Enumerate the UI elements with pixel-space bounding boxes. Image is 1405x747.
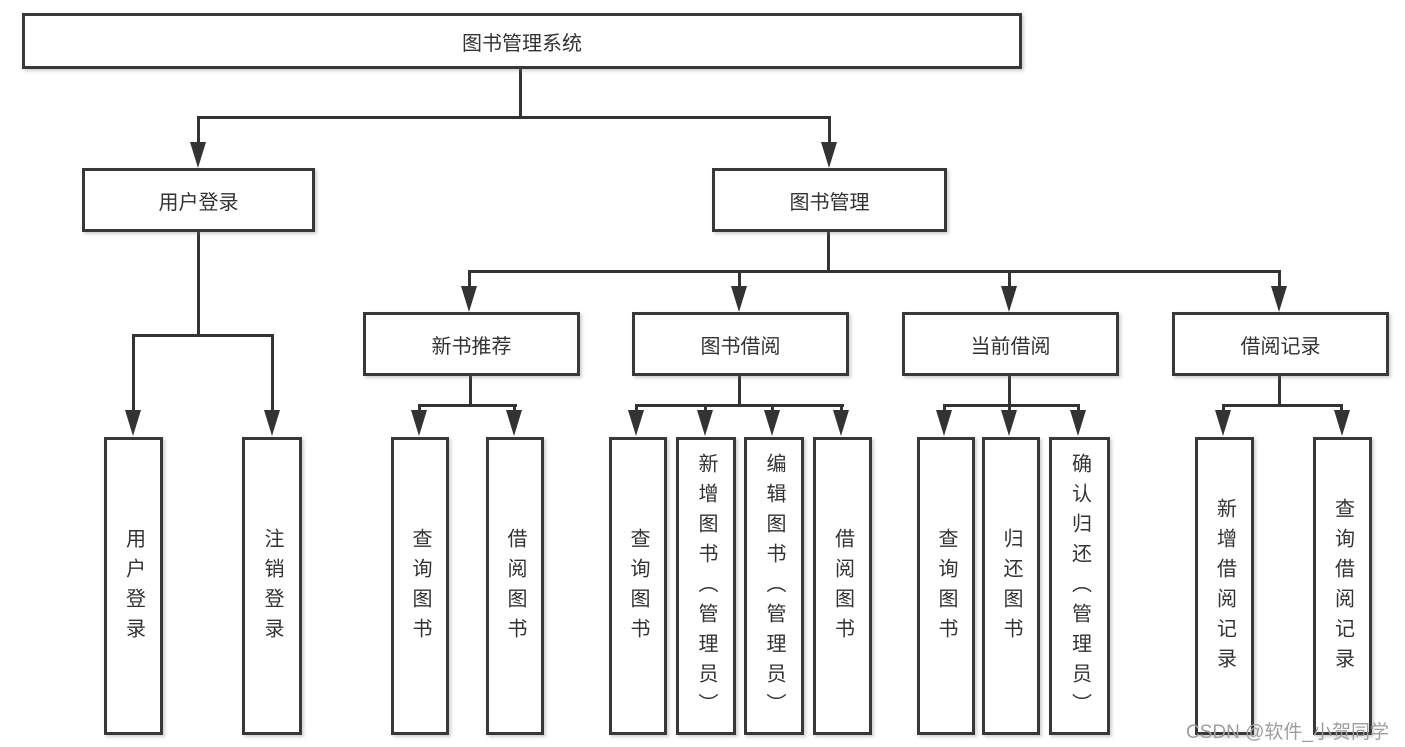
node-user-login: 用户登录: [82, 168, 315, 232]
leaf-query-books-recommend: 查询图书: [391, 437, 449, 735]
leaf-add-book-admin-label: 新增图书（管理员）: [695, 453, 717, 723]
leaf-logout: 注销登录: [242, 437, 302, 735]
arrow-down-icon: [731, 286, 747, 312]
arrow-down-icon: [697, 410, 713, 436]
connector-line: [468, 270, 471, 290]
leaf-query-books-recommend-label: 查询图书: [409, 528, 431, 648]
node-user-login-label: 用户登录: [158, 191, 239, 214]
watermark: CSDN @软件_小贺同学: [1186, 722, 1389, 743]
arrow-down-icon: [411, 410, 427, 436]
leaf-borrow-books-recommend-label: 借阅图书: [504, 528, 526, 648]
connector-line: [1008, 374, 1011, 407]
node-current-borrow-label: 当前借阅: [970, 335, 1051, 358]
arrow-down-icon: [1334, 410, 1350, 436]
connector-line: [1222, 404, 1343, 407]
node-book-borrow-label: 图书借阅: [700, 335, 781, 358]
node-borrow-records: 借阅记录: [1172, 312, 1389, 376]
leaf-query-books-borrow-label: 查询图书: [627, 528, 649, 648]
arrow-down-icon: [1001, 410, 1017, 436]
arrow-down-icon: [833, 410, 849, 436]
connector-line: [132, 334, 274, 337]
node-book-management-label: 图书管理: [789, 191, 870, 214]
leaf-return-books-label: 归还图书: [1000, 528, 1022, 648]
arrow-down-icon: [506, 410, 522, 436]
leaf-query-books-current-label: 查询图书: [935, 528, 957, 648]
connector-line: [943, 404, 1080, 407]
connector-line: [197, 116, 831, 119]
arrow-down-icon: [264, 410, 280, 436]
node-new-book-recommend-label: 新书推荐: [431, 335, 512, 358]
leaf-logout-label: 注销登录: [261, 528, 283, 648]
arrow-down-icon: [1215, 410, 1231, 436]
leaf-confirm-return-admin-label: 确认归还（管理员）: [1068, 453, 1091, 723]
connector-line: [197, 231, 200, 337]
connector-line: [271, 334, 274, 414]
connector-line: [635, 404, 844, 407]
leaf-user-login-label: 用户登录: [122, 528, 145, 648]
connector-line: [132, 334, 135, 414]
leaf-add-borrow-record-label: 新增借阅记录: [1213, 498, 1236, 678]
arrow-down-icon: [190, 142, 206, 168]
node-current-borrow: 当前借阅: [902, 312, 1119, 376]
leaf-user-login: 用户登录: [104, 437, 163, 735]
connector-line: [519, 66, 522, 119]
leaf-confirm-return-admin: 确认归还（管理员）: [1049, 437, 1110, 735]
connector-line: [1278, 374, 1281, 407]
connector-line: [828, 116, 831, 146]
connector-line: [738, 270, 741, 290]
arrow-down-icon: [125, 410, 141, 436]
leaf-add-borrow-record: 新增借阅记录: [1195, 437, 1254, 735]
arrow-down-icon: [461, 286, 477, 312]
arrow-down-icon: [821, 142, 837, 168]
leaf-edit-book-admin: 编辑图书（管理员）: [744, 437, 804, 735]
connector-line: [827, 231, 830, 273]
leaf-query-borrow-record: 查询借阅记录: [1313, 437, 1372, 735]
node-root-label: 图书管理系统: [462, 32, 582, 55]
leaf-edit-book-admin-label: 编辑图书（管理员）: [763, 453, 785, 723]
node-new-book-recommend: 新书推荐: [363, 312, 580, 376]
connector-line: [197, 116, 200, 146]
leaf-return-books: 归还图书: [982, 437, 1040, 735]
leaf-borrow-books-borrow: 借阅图书: [813, 437, 872, 735]
arrow-down-icon: [628, 410, 644, 436]
arrow-down-icon: [1070, 410, 1086, 436]
connector-line: [738, 374, 741, 407]
node-borrow-records-label: 借阅记录: [1240, 335, 1321, 358]
arrow-down-icon: [764, 410, 780, 436]
leaf-query-books-current: 查询图书: [917, 437, 975, 735]
node-book-borrow: 图书借阅: [632, 312, 849, 376]
leaf-query-books-borrow: 查询图书: [609, 437, 667, 735]
leaf-borrow-books-borrow-label: 借阅图书: [831, 528, 854, 648]
leaf-query-borrow-record-label: 查询借阅记录: [1331, 498, 1354, 678]
arrow-down-icon: [936, 410, 952, 436]
leaf-add-book-admin: 新增图书（管理员）: [676, 437, 736, 735]
connector-line: [1008, 270, 1011, 290]
connector-line: [1278, 270, 1281, 290]
arrow-down-icon: [1271, 286, 1287, 312]
connector-line: [468, 270, 1280, 273]
arrow-down-icon: [1001, 286, 1017, 312]
node-root: 图书管理系统: [22, 13, 1022, 69]
node-book-management: 图书管理: [712, 168, 947, 232]
connector-line: [469, 374, 472, 407]
leaf-borrow-books-recommend: 借阅图书: [486, 437, 544, 735]
connector-line: [418, 404, 517, 407]
